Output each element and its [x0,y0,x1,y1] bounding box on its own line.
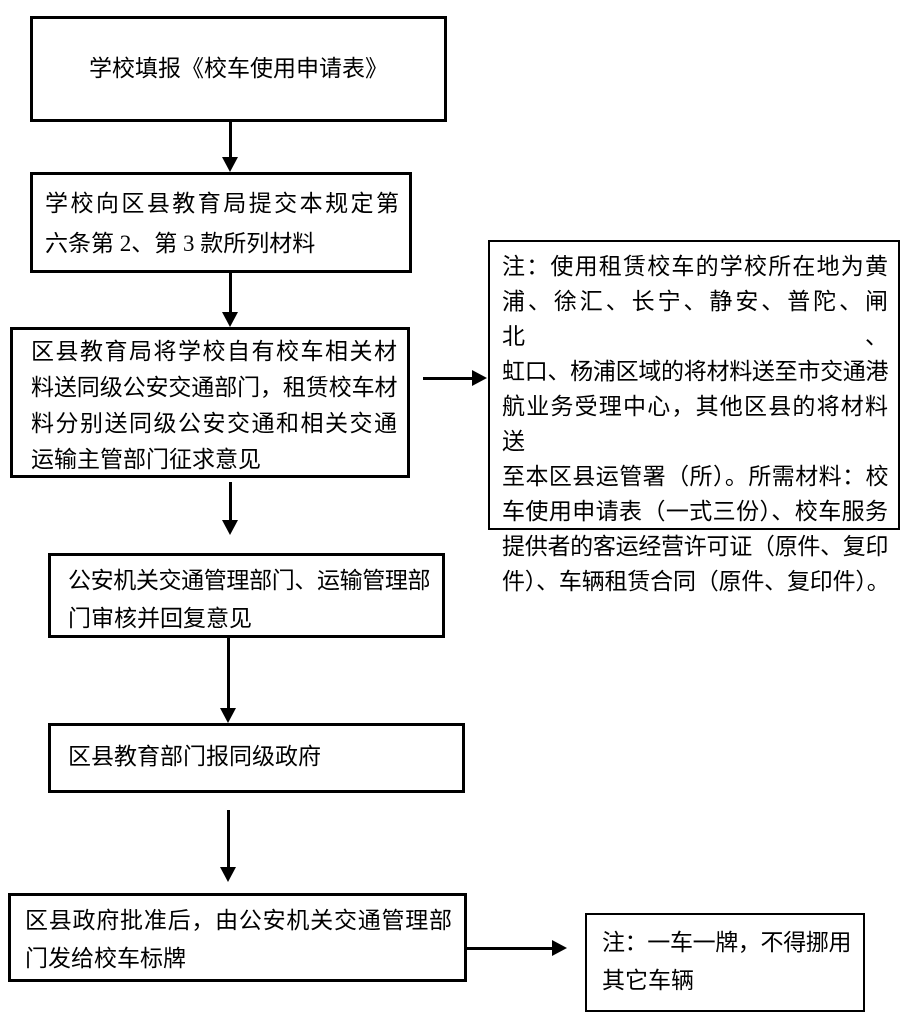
process-box-1-text: 学校填报《校车使用申请表》 [89,56,388,81]
process-box-3-line-1: 区县教育局将学校自有校车相关材 [31,339,397,364]
note-plate-line-2: 其它车辆 [602,968,694,993]
note-box-rental: 注：使用租赁校车的学校所在地为黄 浦、徐汇、长宁、静安、普陀、闸北、 虹口、杨浦… [488,240,900,594]
arrow-line-box3-note1 [423,377,473,380]
arrow-line-box2-box3 [229,273,232,313]
note-box-plate: 注：一车一牌，不得挪用 其它车辆 [585,913,865,1012]
process-box-4-line-1: 公安机关交通管理部门、运输管理部 [68,568,431,593]
process-box-6-line-2: 门发给校车标牌 [25,946,186,971]
process-box-5: 区县教育部门报同级政府 [48,723,465,793]
arrow-head-box5-box6 [220,867,236,882]
process-box-4-line-2: 门审核并回复意见 [68,606,252,631]
note-rental-line-8: 件）、车辆租赁合同（原件、复印件）。 [502,569,890,594]
process-box-3-line-4: 运输主管部门征求意见 [31,447,261,472]
arrow-head-box3-box4 [222,520,238,535]
note-rental-line-5: 至本区县运管署（所）。所需材料：校 [502,464,889,489]
arrow-head-box1-box2 [222,157,238,172]
process-box-3-line-3: 料分别送同级公安交通和相关交通 [31,411,397,436]
process-box-6-line-1: 区县政府批准后，由公安机关交通管理部 [25,908,452,933]
arrow-head-box6-note2 [552,940,567,956]
arrow-head-box3-note1 [472,370,487,386]
arrow-line-box1-box2 [229,122,232,158]
note-plate-line-1: 注：一车一牌，不得挪用 [602,930,852,955]
process-box-5-text: 区县教育部门报同级政府 [68,744,321,769]
arrow-head-box4-box5 [220,708,236,723]
arrow-head-box2-box3 [222,312,238,327]
process-box-2-line-2: 六条第 2、第 3 款所列材料 [45,231,316,256]
note-rental-line-1: 注：使用租赁校车的学校所在地为黄 [502,254,888,279]
process-box-6: 区县政府批准后，由公安机关交通管理部 门发给校车标牌 [8,893,467,982]
process-box-3: 区县教育局将学校自有校车相关材 料送同级公安交通部门，租赁校车材 料分别送同级公… [10,327,410,478]
process-box-2-line-1: 学校向区县教育局提交本规定第 [45,191,399,216]
note-rental-line-6: 车使用申请表（一式三份）、校车服务 [502,499,888,524]
note-rental-line-7: 提供者的客运经营许可证（原件、复印 [502,534,889,559]
process-box-1: 学校填报《校车使用申请表》 [30,16,447,122]
arrow-line-box3-box4 [229,482,232,521]
note-rental-line-4: 航业务受理中心，其他区县的将材料送 [502,394,888,454]
arrow-line-box4-box5 [227,637,230,709]
note-rental-line-2: 浦、徐汇、长宁、静安、普陀、闸北、 [502,289,888,349]
process-box-3-line-2: 料送同级公安交通部门，租赁校车材 [31,375,398,400]
arrow-line-box5-box6 [227,810,230,868]
process-box-2: 学校向区县教育局提交本规定第 六条第 2、第 3 款所列材料 [30,172,412,273]
process-box-4: 公安机关交通管理部门、运输管理部 门审核并回复意见 [48,553,445,638]
arrow-line-box6-note2 [467,947,553,950]
note-rental-line-3: 虹口、杨浦区域的将材料送至市交通港 [502,359,889,384]
